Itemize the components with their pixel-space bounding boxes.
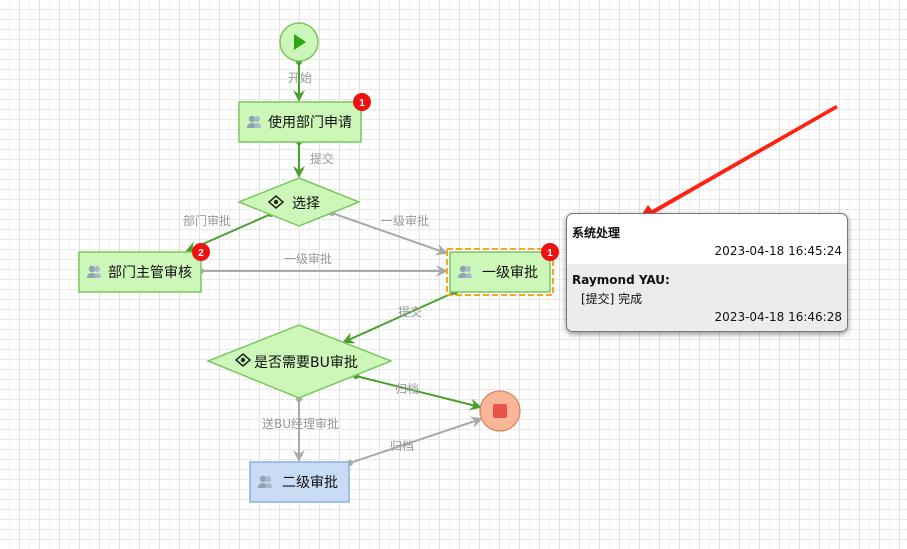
edge-label-to-bu: 送BU经理审批 — [262, 416, 339, 431]
tooltip-section-user: Raymond YAU: [提交] 完成 2023-04-18 16:46:28 — [567, 264, 847, 331]
gateway-choose[interactable]: 选择 — [236, 177, 362, 227]
edge-label-archive-2: 归档 — [390, 439, 414, 453]
selection-highlight — [446, 248, 554, 296]
annotation-arrow — [633, 105, 838, 228]
edge-apply-choose[interactable] — [293, 139, 305, 178]
edge-label-submit-2: 提交 — [398, 304, 422, 319]
task-node-dept-review[interactable]: 部门主管审核 2 — [78, 243, 210, 293]
node-label: 是否需要BU审批 — [254, 355, 358, 371]
badge — [541, 243, 559, 261]
stop-icon — [493, 404, 507, 418]
edge-label-dept-approval: 部门审批 — [183, 213, 231, 228]
badge — [353, 93, 371, 111]
node-label: 一级审批 — [482, 265, 538, 281]
badge — [192, 243, 210, 261]
badge-count: 1 — [359, 98, 365, 109]
tooltip-section-system: 系统处理 2023-04-18 16:45:24 — [567, 214, 847, 264]
play-icon — [294, 34, 306, 50]
gateway-need-bu[interactable]: 是否需要BU审批 — [205, 324, 394, 399]
task-node-apply[interactable]: 使用部门申请 1 — [238, 93, 371, 143]
badge-count: 1 — [547, 248, 553, 259]
history-tooltip: 系统处理 2023-04-18 16:45:24 Raymond YAU: [提… — [566, 213, 848, 332]
node-label: 二级审批 — [282, 475, 338, 491]
tooltip-action: [提交] 完成 — [581, 292, 643, 306]
edge-label-level1-b: 一级审批 — [284, 251, 332, 266]
task-node-level2[interactable]: 二级审批 — [249, 461, 350, 503]
edge-dept-level1[interactable] — [198, 265, 448, 277]
start-node[interactable] — [279, 22, 319, 62]
tooltip-user: Raymond YAU: — [572, 273, 670, 287]
edge-label-level1-a: 一级审批 — [381, 213, 429, 228]
edge-label-archive-1: 归档 — [395, 382, 419, 396]
edge-label-submit: 提交 — [310, 151, 334, 166]
tooltip-title: 系统处理 — [572, 226, 621, 240]
badge-count: 2 — [198, 248, 204, 259]
node-label: 部门主管审核 — [108, 265, 192, 281]
end-node[interactable] — [479, 390, 521, 432]
tooltip-time: 2023-04-18 16:46:28 — [714, 310, 842, 324]
node-label: 选择 — [292, 196, 320, 212]
node-label: 使用部门申请 — [268, 114, 352, 131]
edge-label-start: 开始 — [288, 71, 312, 85]
tooltip-time: 2023-04-18 16:45:24 — [714, 244, 842, 258]
task-node-level1[interactable]: 一级审批 1 — [446, 243, 559, 296]
